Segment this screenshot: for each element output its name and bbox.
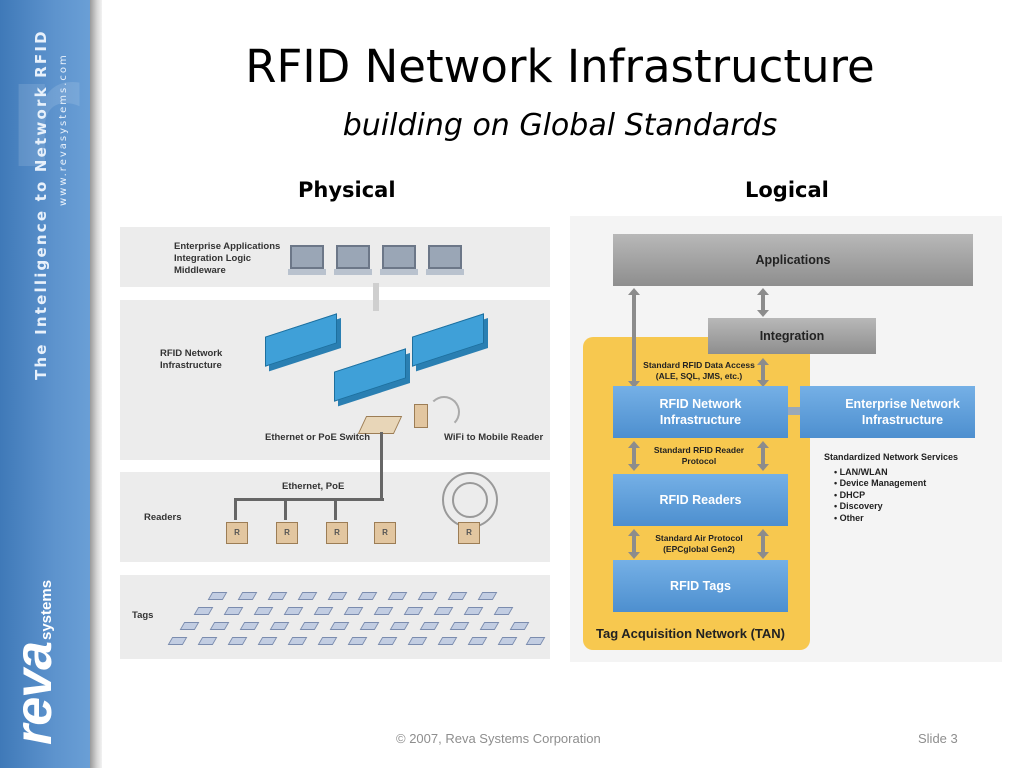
ethernet-cable [284, 498, 287, 520]
network-infra-line-2: Infrastructure [659, 413, 742, 427]
double-arrow-icon [628, 441, 640, 471]
ethernet-label: Ethernet, PoE [282, 481, 345, 492]
double-arrow-icon [628, 288, 640, 388]
ethernet-cable [234, 498, 384, 501]
computer-icon [380, 245, 418, 275]
sidebar-tagline: The Intelligence to Network RFID [32, 29, 50, 380]
reader-icon: R [326, 522, 348, 544]
service-item: Device Management [834, 478, 958, 490]
network-line-1: RFID Network [160, 348, 223, 359]
ethernet-cable [234, 498, 237, 520]
computer-icon [426, 245, 464, 275]
reader-icon: R [276, 522, 298, 544]
slide-number: Slide 3 [918, 731, 958, 746]
wifi-wave-icon [428, 396, 460, 428]
enterprise-line-1: Enterprise Applications [174, 241, 281, 252]
sidebar-edge [90, 0, 102, 768]
network-line-2: Infrastructure [160, 360, 222, 371]
reader-icon: R [374, 522, 396, 544]
double-arrow-icon [628, 529, 640, 559]
double-arrow-icon [757, 529, 769, 559]
tags-label: Tags [132, 610, 154, 621]
service-item: Discovery [834, 501, 958, 513]
reader-protocol-label: Standard RFID Reader Protocol [645, 445, 753, 467]
ethernet-cable [334, 498, 337, 520]
copyright-footer: © 2007, Reva Systems Corporation [396, 731, 601, 746]
logical-heading: Logical [745, 178, 829, 202]
service-item: DHCP [834, 490, 958, 502]
service-item: LAN/WLAN [834, 467, 958, 479]
physical-heading: Physical [298, 178, 396, 202]
computer-icon [334, 245, 372, 275]
air-protocol-label: Standard Air Protocol (EPCglobal Gen2) [645, 533, 753, 555]
enterprise-network-line-1: Enterprise Network [845, 397, 960, 411]
network-infrastructure-box: RFID Network Infrastructure [613, 386, 788, 438]
enterprise-network-box: Enterprise Network Infrastructure [800, 386, 975, 438]
services-title: Standardized Network Services [824, 452, 959, 462]
reva-logo: reva systems [4, 580, 64, 745]
network-layer-label: RFID Network Infrastructure [160, 348, 222, 372]
sidebar-url: www.revasystems.com [58, 53, 69, 206]
watermark-logo: r [6, 28, 80, 202]
reader-protocol-line-1: Standard RFID Reader [653, 445, 745, 455]
double-arrow-icon [757, 288, 769, 317]
data-access-line-1: Standard RFID Data Access [643, 360, 755, 370]
computer-icon [288, 245, 326, 275]
uplink-arrow [373, 283, 379, 311]
readers-label: Readers [144, 512, 182, 523]
slide-title: RFID Network Infrastructure [245, 40, 875, 93]
slide-subtitle: building on Global Standards [342, 108, 778, 143]
tan-label: Tag Acquisition Network (TAN) [596, 626, 785, 641]
logo-word: reva [5, 642, 63, 745]
integration-box: Integration [708, 318, 876, 354]
enterprise-layer-label: Enterprise Applications Integration Logi… [174, 241, 280, 277]
enterprise-line-3: Middleware [174, 265, 226, 276]
double-arrow-icon [757, 441, 769, 471]
rfid-readers-box: RFID Readers [613, 474, 788, 526]
data-access-line-2: (ALE, SQL, JMS, etc.) [655, 371, 743, 381]
wifi-access-point-icon [414, 404, 428, 428]
double-arrow-icon [757, 358, 769, 387]
enterprise-band [120, 227, 550, 287]
switch-label: Ethernet or PoE Switch [265, 432, 371, 443]
logo-sub: systems [38, 579, 55, 640]
air-protocol-line-2: (EPCglobal Gen2) [663, 544, 735, 554]
reader-protocol-line-2: Protocol [681, 456, 717, 466]
enterprise-line-2: Integration Logic [174, 253, 252, 264]
network-infra-line-1: RFID Network [659, 397, 742, 411]
reader-icon: R [226, 522, 248, 544]
network-services-list: Standardized Network Services LAN/WLAN D… [824, 452, 958, 524]
wireless-signal-icon [452, 482, 488, 518]
data-access-label: Standard RFID Data Access (ALE, SQL, JMS… [640, 360, 758, 382]
reader-icon: R [458, 522, 480, 544]
rfid-tags-box: RFID Tags [613, 560, 788, 612]
ethernet-cable [380, 432, 383, 500]
enterprise-network-line-2: Infrastructure [861, 413, 944, 427]
wifi-label: WiFi to Mobile Reader [444, 432, 544, 443]
applications-box: Applications [613, 234, 973, 286]
air-protocol-line-1: Standard Air Protocol [655, 533, 743, 543]
tags-band [120, 575, 550, 659]
sidebar: r The Intelligence to Network RFID www.r… [0, 0, 90, 768]
service-item: Other [834, 513, 958, 525]
